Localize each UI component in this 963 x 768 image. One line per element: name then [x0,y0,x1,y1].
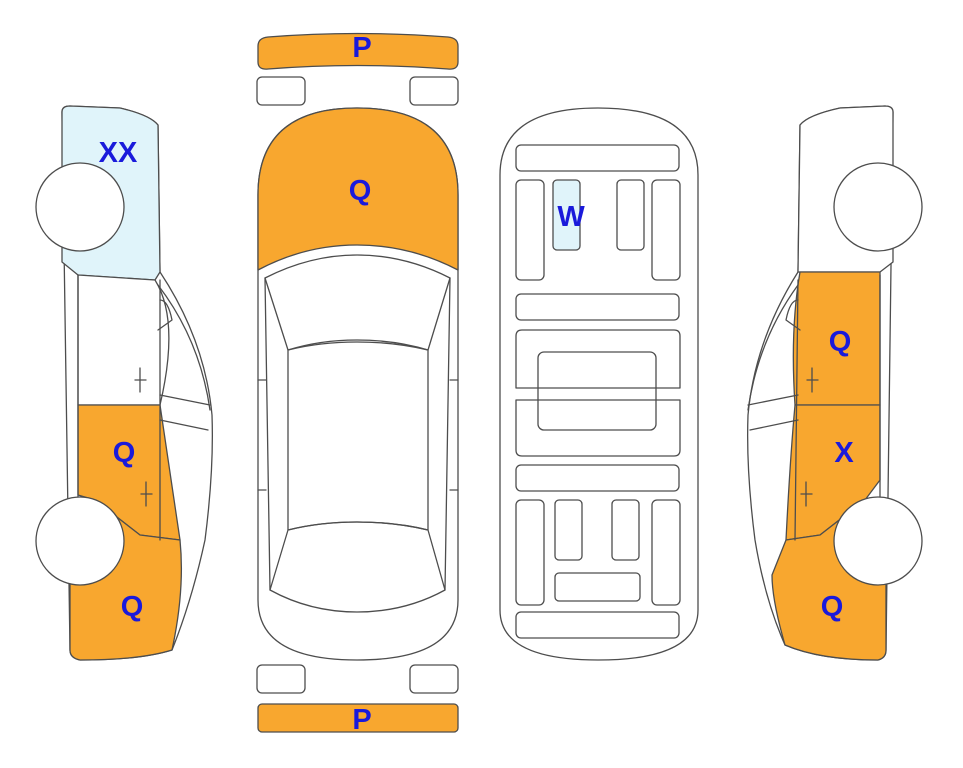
underbody-fuel-tank [537,351,657,431]
left-front-wheel [35,496,125,586]
top-hood-code: Q [349,175,372,207]
right-rear-door-handle [800,481,813,507]
underbody-front-tunnel [616,179,645,251]
underbody-rear-left-rail [515,499,545,606]
underbody-center-frame [515,329,681,457]
top-front-left-lamp [256,76,306,106]
underbody-outline [499,107,699,661]
top-rear-right-lamp [409,664,459,694]
underbody-mid-crossmember [515,293,680,321]
top-hood-panel[interactable] [257,107,459,271]
right-side-view: Q X Q [746,105,923,661]
left-front-door-handle [140,481,153,507]
left-side-view: XX Q Q [35,105,214,661]
right-front-wheel [833,162,923,252]
top-rear-window [269,521,446,613]
underbody-view: W [499,107,699,661]
underbody-rear-right-pan [611,499,640,561]
right-rear-quarter-code: Q [821,591,844,623]
left-side-pillar-line [77,274,161,541]
left-rear-quarter-code: XX [99,137,138,169]
top-front-bumper-panel[interactable] [257,32,459,70]
underbody-rear-panel [515,611,680,639]
top-rear-bumper-panel[interactable] [257,703,459,733]
top-rear-left-lamp [256,664,306,694]
right-side-window-line [747,284,801,431]
underbody-rear-right-rail [651,499,681,606]
top-rear-bumper-code: P [352,704,371,736]
right-side-pillar-line [794,274,881,541]
underbody-rear-crossmember [515,464,680,492]
underbody-floor-panel[interactable] [552,179,581,251]
top-roof [287,341,429,531]
left-side-window-line [157,284,211,431]
right-front-door-code: Q [829,326,852,358]
left-front-door-code: Q [113,437,136,469]
underbody-floor-code: W [557,201,585,233]
top-front-bumper-code: P [352,32,371,64]
underbody-spare-well [554,572,641,602]
left-rear-door-handle [134,367,147,393]
right-rear-wheel [833,496,923,586]
left-rear-door-panel[interactable] [77,274,170,406]
underbody-front-crossmember [515,144,680,172]
top-side-lines [257,277,459,591]
top-front-right-lamp [409,76,459,106]
underbody-rear-left-pan [554,499,583,561]
top-view: P Q P [256,32,459,736]
top-windshield [264,254,451,351]
right-rear-door-code: X [834,437,854,469]
left-rear-wheel [35,162,125,252]
underbody-front-right-rail [651,179,681,281]
right-front-door-handle [806,367,819,393]
left-front-fender-code: Q [121,591,144,623]
underbody-front-left-rail [515,179,545,281]
